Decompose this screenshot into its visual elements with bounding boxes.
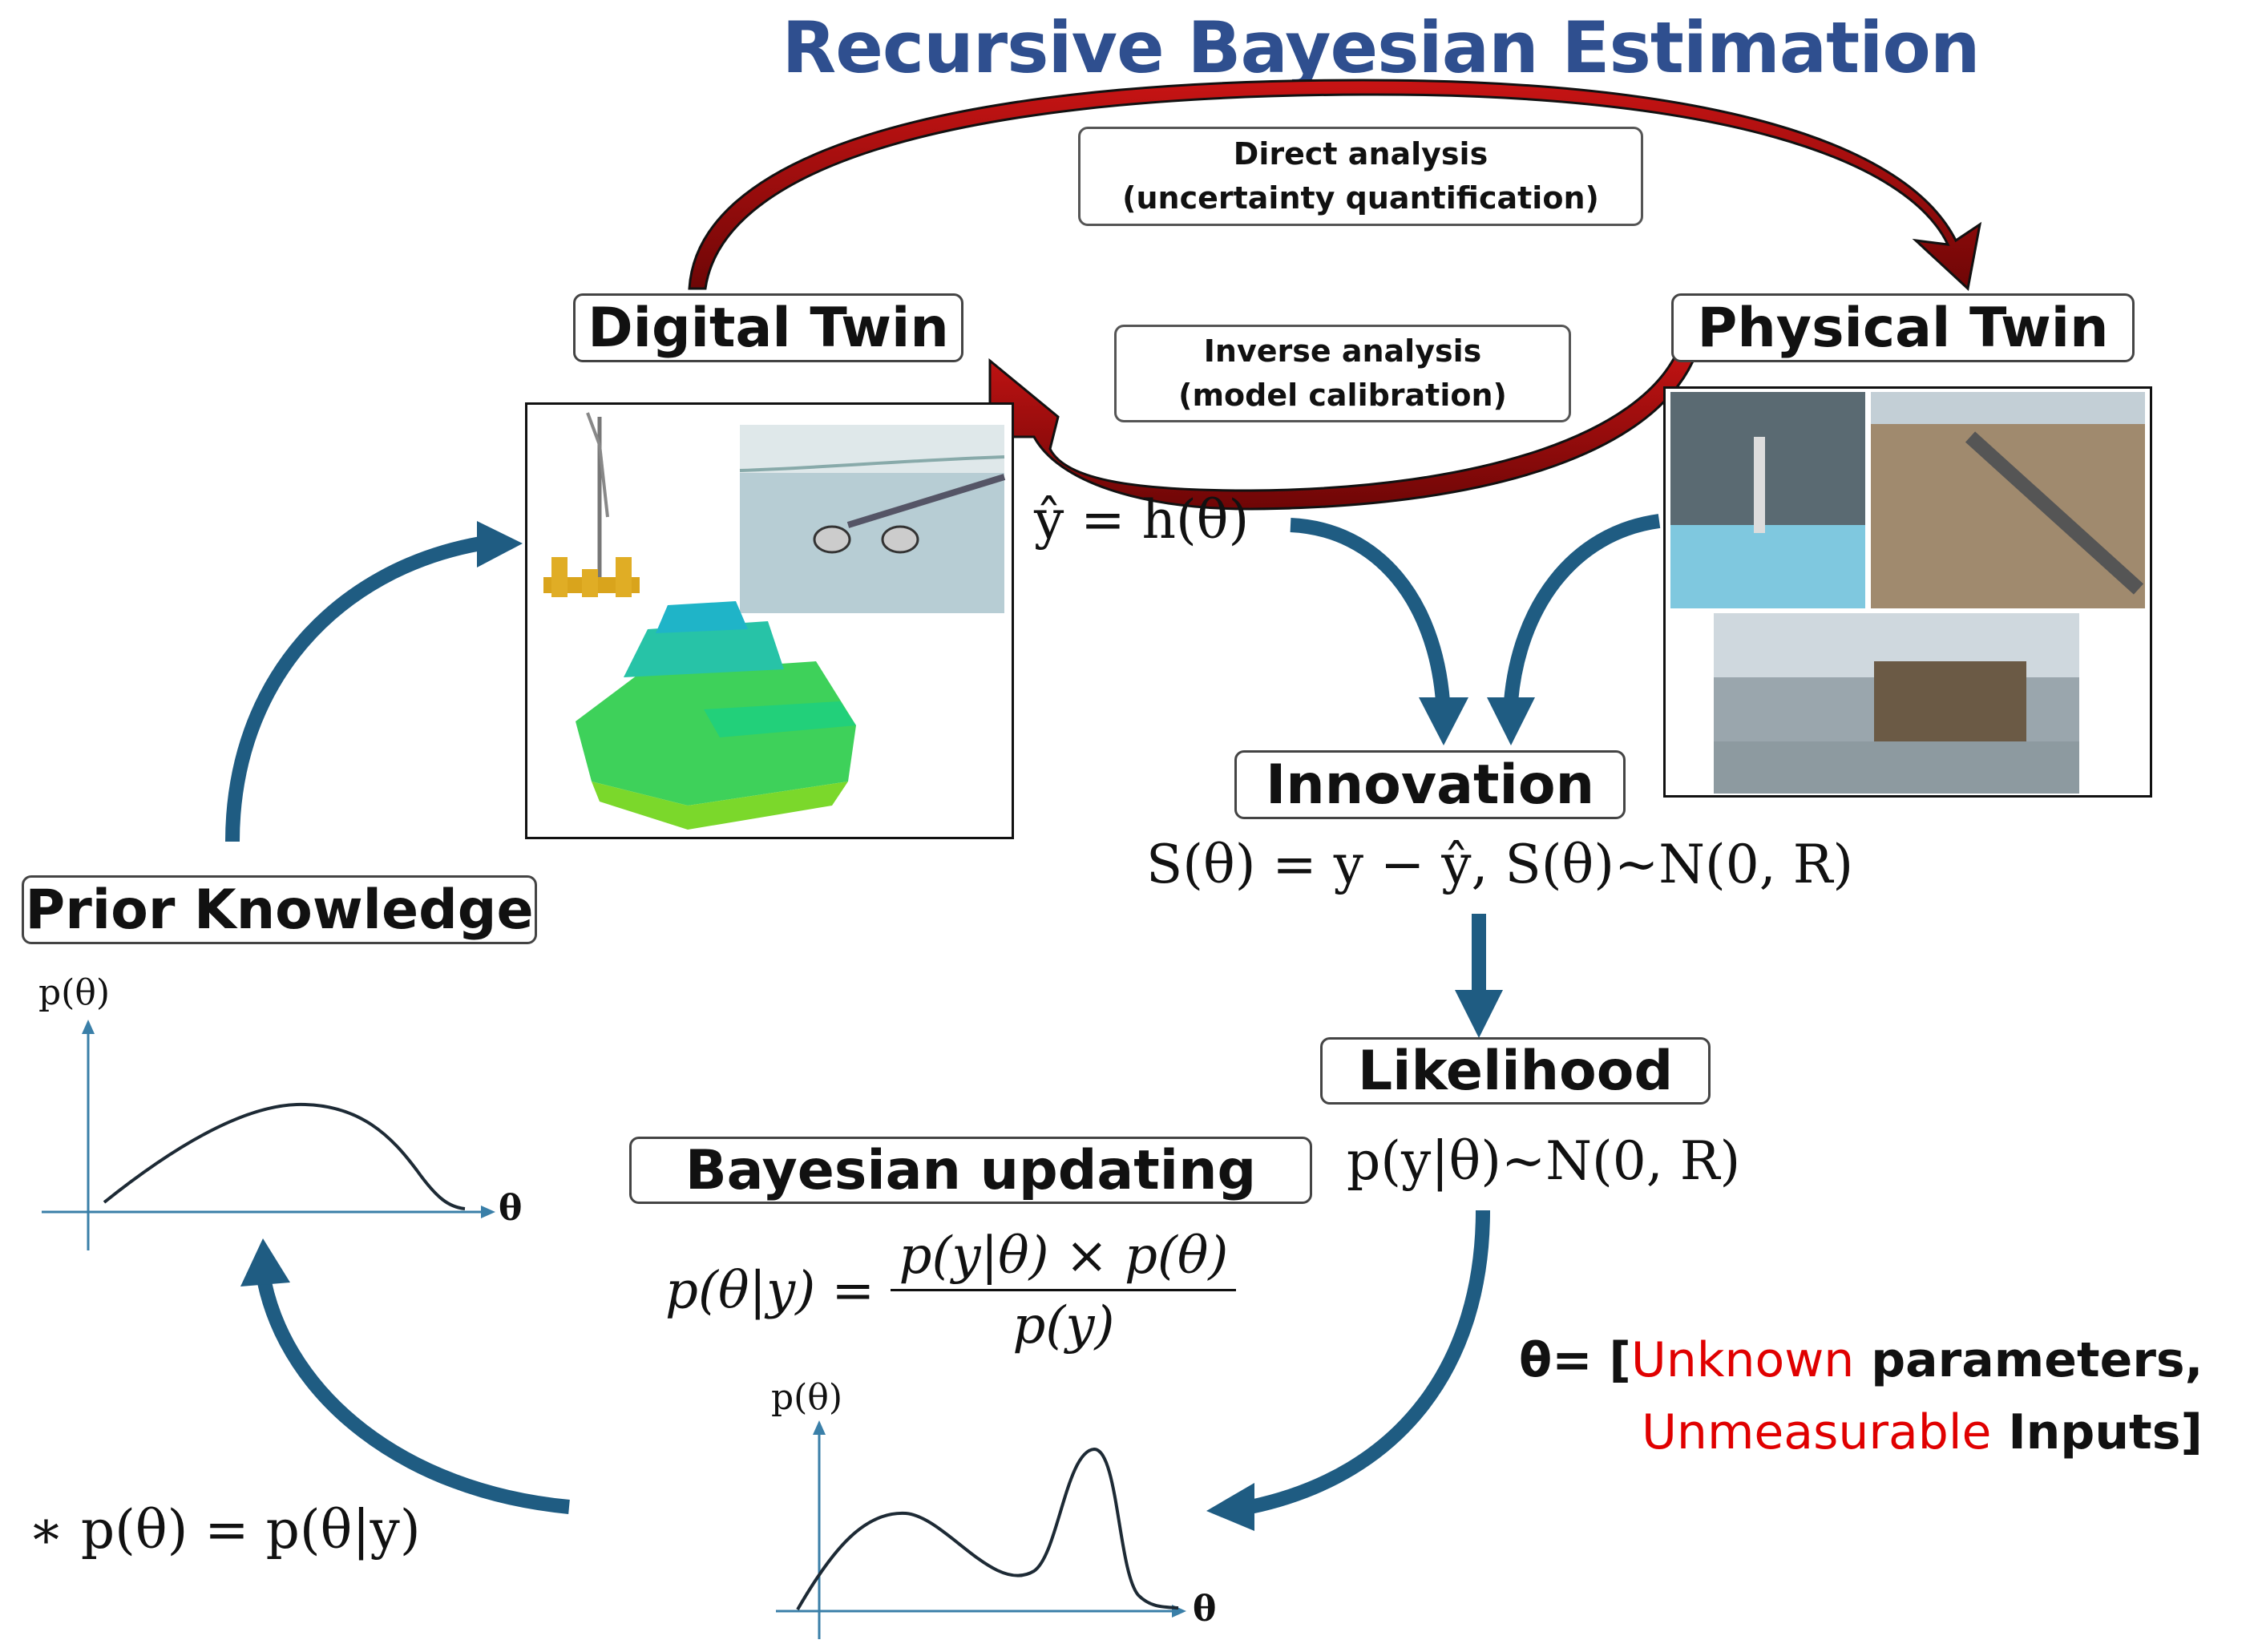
theta-inputs: Inputs] — [1991, 1404, 2203, 1460]
theta-parameters: parameters, — [1854, 1332, 2203, 1388]
bayesian-updating-box: Bayesian updating — [629, 1137, 1312, 1204]
direct-analysis-note: Direct analysis (uncertainty quantificat… — [1078, 127, 1643, 226]
innovation-box: Innovation — [1234, 750, 1626, 819]
posterior-plot — [776, 1420, 1186, 1639]
prior-y-axis-label: p(θ) — [38, 972, 110, 1013]
posterior-y-axis-label: p(θ) — [771, 1377, 842, 1418]
posterior-to-prior-arrow — [257, 1281, 570, 1514]
prior-curve — [103, 1102, 466, 1210]
bayes-lhs: p(θ|y) = — [665, 1261, 875, 1321]
direct-analysis-line2: (uncertainty quantification) — [1122, 180, 1599, 216]
physical-twin-photos-image — [1663, 386, 2152, 798]
digital-twin-models-image — [525, 402, 1014, 839]
page-title: Recursive Bayesian Estimation — [782, 6, 1980, 89]
likelihood-equation: p(y|θ)~N(0, R) — [1347, 1130, 1741, 1192]
likelihood-to-posterior-arrow — [1249, 1210, 1490, 1514]
inverse-analysis-note: Inverse analysis (model calibration) — [1114, 325, 1571, 422]
likelihood-box: Likelihood — [1320, 1037, 1711, 1105]
theta-unknown: Unknown — [1630, 1332, 1855, 1388]
model-prediction-equation: ŷ = h(θ) — [1034, 489, 1250, 551]
inverse-analysis-line2: (model calibration) — [1178, 378, 1507, 413]
prior-plot — [42, 1020, 495, 1250]
theta-definition-line1: θ= [Unknown parameters, — [1519, 1332, 2203, 1388]
theta-definition-line2: Unmeasurable Inputs] — [1642, 1404, 2203, 1460]
bayes-denominator: p(y) — [891, 1289, 1237, 1355]
prior-knowledge-box: Prior Knowledge — [22, 875, 537, 944]
physical-twin-box: Physical Twin — [1671, 293, 2135, 362]
inverse-analysis-line1: Inverse analysis — [1203, 333, 1482, 369]
yhat-to-innovation-arrow — [1290, 518, 1450, 702]
theta-prefix: θ= [ — [1519, 1332, 1631, 1388]
innovation-equation: S(θ) = y − ŷ, S(θ)~N(0, R) — [1146, 834, 1854, 895]
bayes-rule-equation: p(θ|y) = p(y|θ) × p(θ) p(y) — [665, 1226, 1237, 1355]
recursion-equation: ∗ p(θ) = p(θ|y) — [28, 1499, 421, 1561]
prior-to-digital-twin-arrow — [225, 536, 483, 842]
direct-analysis-line1: Direct analysis — [1233, 135, 1489, 172]
bayes-numerator: p(y|θ) × p(θ) — [899, 1226, 1229, 1286]
digital-twin-box: Digital Twin — [573, 293, 963, 362]
theta-unmeasurable: Unmeasurable — [1642, 1404, 1992, 1460]
posterior-x-axis-label: θ — [1193, 1589, 1217, 1630]
posterior-curve — [796, 1447, 1179, 1610]
physical-to-innovation-arrow — [1504, 514, 1661, 702]
direct-analysis-arrow — [688, 79, 1982, 291]
prior-x-axis-label: θ — [499, 1188, 523, 1229]
